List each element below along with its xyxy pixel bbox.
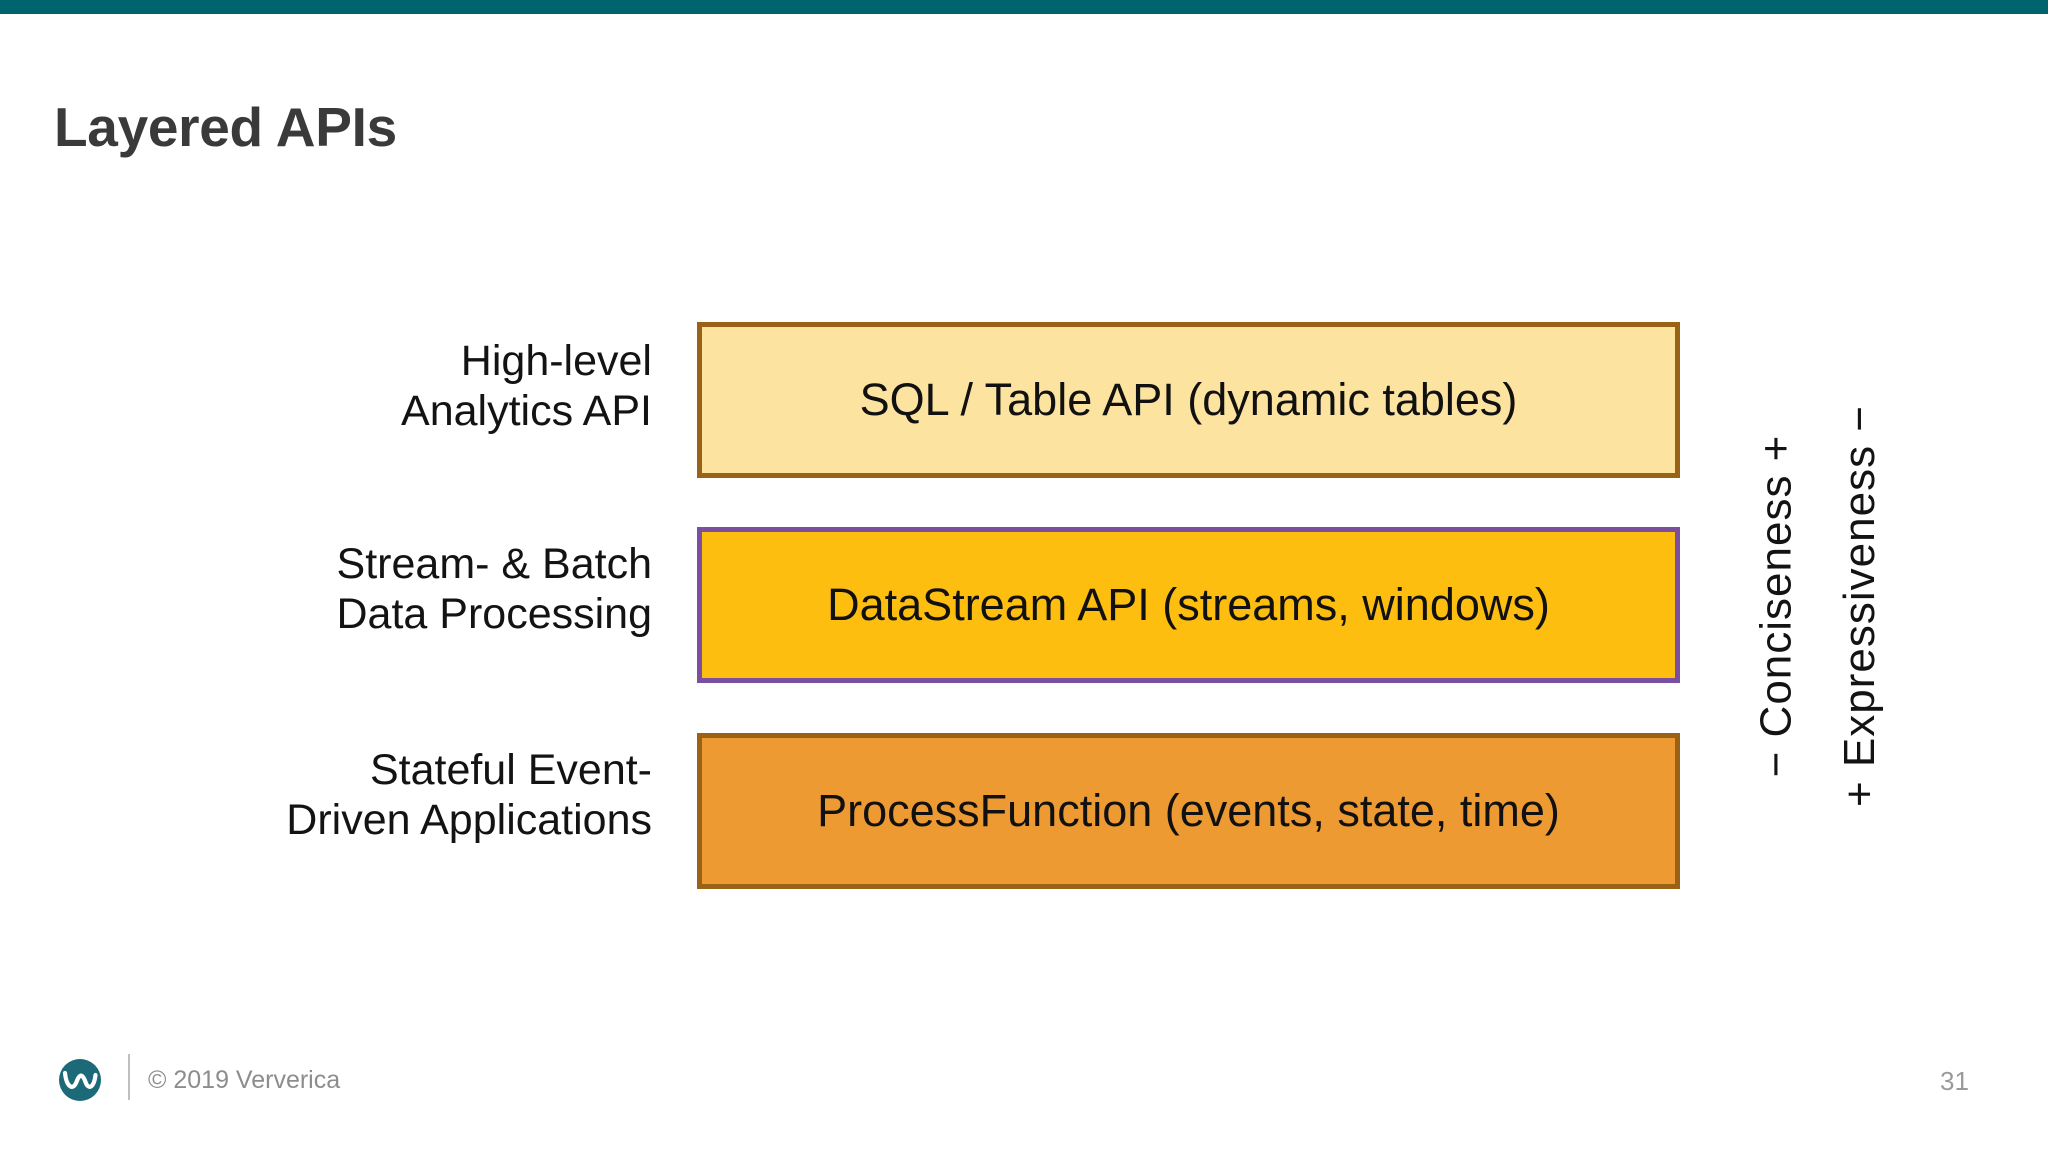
layer-label-stateful-event-driven: Stateful Event- Driven Applications xyxy=(32,745,652,846)
footer-copyright: © 2019 Ververica xyxy=(148,1066,341,1094)
api-box-label: DataStream API (streams, windows) xyxy=(827,579,1550,630)
api-box-processfunction[interactable]: ProcessFunction (events, state, time) xyxy=(697,733,1680,889)
page-title: Layered APIs xyxy=(54,95,397,158)
layer-label-line2: Analytics API xyxy=(401,387,652,436)
axis-conciseness: − Conciseness + xyxy=(1742,322,1810,889)
layer-label-line1: High-level xyxy=(460,337,652,385)
layer-label-stream-batch-processing: Stream- & Batch Data Processing xyxy=(32,539,653,640)
layer-label-line1: Stateful Event- xyxy=(369,746,652,794)
page-number: 31 xyxy=(1940,1066,1969,1096)
layer-label-line2: Driven Applications xyxy=(286,796,652,845)
axis-expressiveness: + Expressiveness − xyxy=(1826,322,1894,889)
layer-label-line2: Data Processing xyxy=(336,590,653,639)
ververica-logo-icon xyxy=(58,1058,102,1102)
layer-label-high-level-analytics: High-level Analytics API xyxy=(32,336,652,437)
api-box-label: ProcessFunction (events, state, time) xyxy=(817,785,1560,836)
top-accent-bar xyxy=(0,0,2048,14)
api-box-sql-table[interactable]: SQL / Table API (dynamic tables) xyxy=(697,322,1680,478)
axis-expressiveness-label: + Expressiveness − xyxy=(1835,404,1884,807)
api-box-datastream[interactable]: DataStream API (streams, windows) xyxy=(697,527,1680,683)
layer-label-line1: Stream- & Batch xyxy=(336,540,652,588)
footer-divider xyxy=(128,1054,130,1100)
axis-conciseness-label: − Conciseness + xyxy=(1751,434,1800,777)
api-box-label: SQL / Table API (dynamic tables) xyxy=(859,374,1518,425)
